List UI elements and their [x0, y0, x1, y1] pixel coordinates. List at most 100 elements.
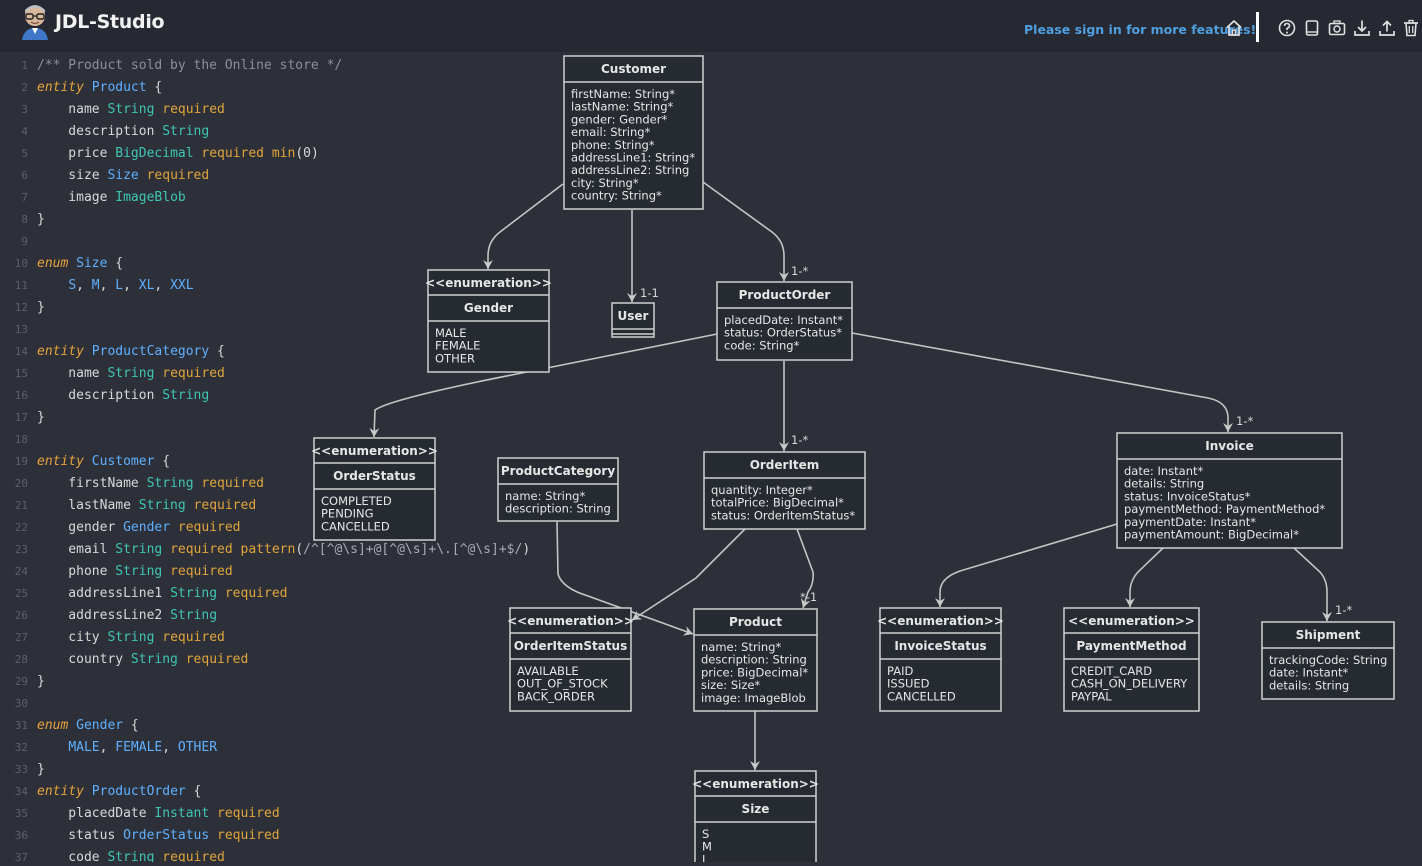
code-line[interactable]: description String: [37, 388, 209, 403]
code-line[interactable]: firstName String required: [37, 476, 264, 491]
uml-box-invoicestatus[interactable]: <<enumeration>>InvoiceStatusPAIDISSUEDCA…: [877, 607, 1004, 712]
code-line[interactable]: addressLine1 String required: [37, 586, 287, 601]
multiplicity-label: *-1: [800, 590, 817, 604]
code-line[interactable]: addressLine2 String: [37, 608, 217, 623]
code-line[interactable]: }: [37, 410, 45, 425]
code-token: {: [107, 256, 124, 271]
uml-box-orderstatus[interactable]: <<enumeration>>OrderStatusCOMPLETEDPENDI…: [311, 437, 438, 541]
code-token: required: [224, 586, 288, 601]
box-field: image: ImageBlob: [701, 691, 806, 705]
code-token: size: [37, 168, 108, 183]
code-token: Gender: [123, 520, 171, 535]
line-number: 36: [14, 829, 28, 842]
code-token: Gender: [76, 718, 124, 733]
line-number: 25: [14, 587, 28, 600]
code-token: description: [37, 388, 163, 403]
code-token: lastName: [37, 498, 139, 513]
code-line[interactable]: size Size required: [37, 168, 209, 183]
code-line[interactable]: email String required pattern(/^[^@\s]+@…: [37, 542, 530, 557]
box-title: OrderItem: [750, 458, 820, 472]
upload-icon[interactable]: [1377, 18, 1397, 38]
code-line[interactable]: enum Gender {: [37, 718, 139, 733]
code-token: OrderStatus: [123, 828, 210, 843]
box-title: ProductOrder: [739, 288, 831, 302]
box-field: CANCELLED: [321, 519, 390, 533]
code-line[interactable]: country String required: [37, 652, 248, 667]
line-number: 35: [14, 807, 28, 820]
help-icon[interactable]: [1277, 18, 1297, 38]
code-line[interactable]: name String required: [37, 366, 225, 381]
line-number: 2: [21, 81, 28, 94]
uml-box-orderitemstatus[interactable]: <<enumeration>>OrderItemStatusAVAILABLEO…: [507, 607, 634, 712]
box-title: User: [618, 309, 649, 323]
book-icon[interactable]: [1302, 18, 1322, 38]
code-token: country: [37, 652, 131, 667]
code-token: String: [162, 124, 210, 139]
box-frame: [1261, 621, 1395, 700]
uml-box-user[interactable]: User: [611, 302, 655, 338]
box-field: phone: String*: [571, 138, 655, 152]
code-line[interactable]: placedDate Instant required: [37, 806, 279, 821]
line-number: 9: [21, 235, 28, 248]
code-line[interactable]: gender Gender required: [37, 520, 240, 535]
code-line[interactable]: phone String required: [37, 564, 232, 579]
code-token: email: [37, 542, 116, 557]
sign-in-link[interactable]: Please sign in for more features!: [1024, 22, 1257, 37]
camera-icon[interactable]: [1327, 18, 1347, 38]
code-line[interactable]: city String required: [37, 630, 225, 645]
box-frame: [611, 302, 655, 338]
code-token: addressLine2: [37, 608, 171, 623]
code-line[interactable]: }: [37, 212, 45, 227]
code-token: OTHER: [177, 740, 218, 755]
code-token: String: [107, 850, 155, 862]
code-line[interactable]: entity Customer {: [37, 454, 170, 469]
uml-box-paymentmethod[interactable]: <<enumeration>>PaymentMethodCREDIT_CARDC…: [1063, 607, 1200, 712]
code-line[interactable]: description String: [37, 124, 209, 139]
code-line[interactable]: enum Size {: [37, 256, 123, 271]
code-token: required: [185, 652, 249, 667]
relationship-edge-10: [1125, 547, 1164, 607]
code-line[interactable]: image ImageBlob: [37, 190, 185, 205]
code-line[interactable]: code String required: [37, 850, 225, 862]
code-line[interactable]: }: [37, 674, 45, 689]
code-line[interactable]: }: [37, 762, 45, 777]
code-token: S: [68, 278, 77, 293]
line-number: 24: [14, 565, 28, 578]
code-line[interactable]: status OrderStatus required: [37, 828, 279, 843]
home-icon[interactable]: [1224, 18, 1244, 38]
code-token: enum: [37, 256, 69, 271]
box-field: OTHER: [435, 351, 475, 365]
code-line[interactable]: }: [37, 300, 45, 315]
code-line[interactable]: price BigDecimal required min(0): [37, 146, 319, 161]
multiplicity-labels: 1-11-*1-*1-*1-**-1: [640, 264, 1352, 617]
box-field: status: InvoiceStatus*: [1124, 489, 1251, 503]
code-line[interactable]: lastName String required: [37, 498, 256, 513]
code-line[interactable]: S, M, L, XL, XXL: [37, 278, 193, 293]
code-line[interactable]: /** Product sold by the Online store */: [37, 58, 342, 73]
trash-icon[interactable]: [1401, 18, 1421, 38]
code-line[interactable]: MALE, FEMALE, OTHER: [37, 740, 217, 755]
code-token: image: [37, 190, 116, 205]
code-line[interactable]: entity ProductOrder {: [37, 784, 201, 799]
box-field: paymentAmount: BigDecimal*: [1124, 528, 1299, 542]
box-field: PAID: [887, 664, 913, 678]
code-line[interactable]: entity ProductCategory {: [37, 344, 225, 359]
code-token: name: [37, 102, 108, 117]
box-field: PENDING: [321, 507, 374, 521]
code-line[interactable]: entity Product {: [37, 80, 162, 95]
line-number: 37: [14, 851, 28, 862]
code-line[interactable]: name String required: [37, 102, 225, 117]
download-icon[interactable]: [1352, 18, 1372, 38]
